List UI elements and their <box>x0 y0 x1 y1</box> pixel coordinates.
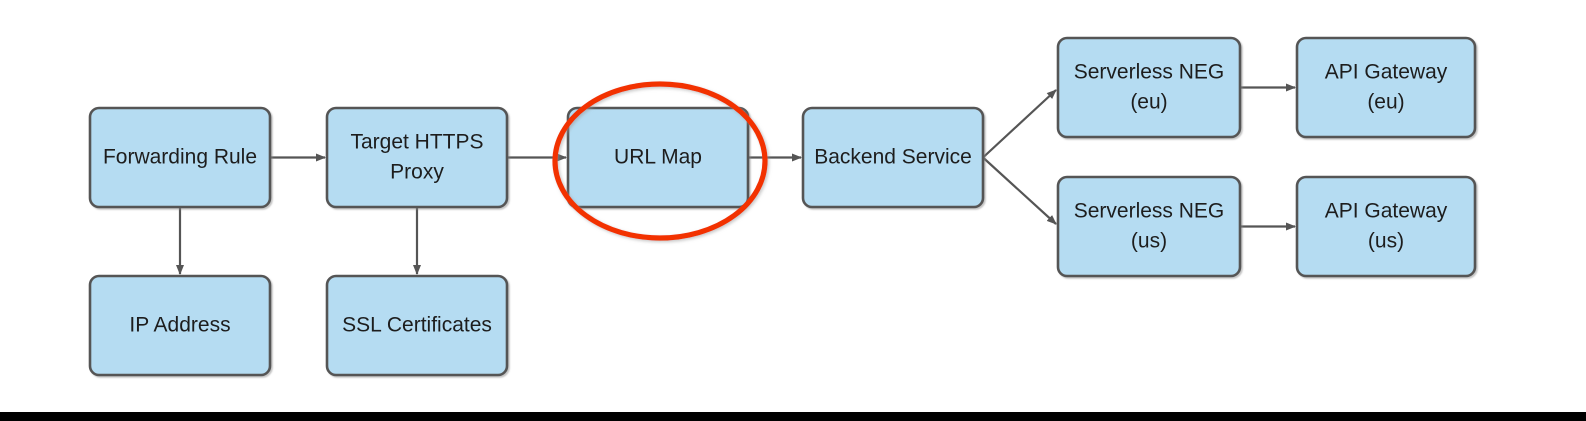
node-api-gateway-eu-label-line2: (eu) <box>1367 91 1404 114</box>
node-forwarding-rule[interactable]: Forwarding Rule <box>88 106 272 209</box>
node-ip-address-label: IP Address <box>129 314 230 337</box>
node-api-gateway-us[interactable]: API Gateway (us) <box>1295 175 1477 278</box>
node-serverless-neg-us-label-line1: Serverless NEG <box>1074 200 1225 223</box>
annotations-layer <box>552 81 768 241</box>
node-api-gateway-us-label-line2: (us) <box>1368 230 1404 253</box>
edge-backend-to-neg-us <box>982 156 1057 225</box>
node-backend-service-label: Backend Service <box>814 146 972 169</box>
node-api-gateway-us-label-line1: API Gateway <box>1325 200 1448 223</box>
node-url-map[interactable]: URL Map <box>566 106 750 209</box>
node-target-https-proxy-box[interactable] <box>325 106 509 209</box>
node-url-map-label: URL Map <box>614 146 702 169</box>
node-api-gateway-us-box[interactable] <box>1295 175 1477 278</box>
url-map-highlight-ellipse <box>552 81 768 241</box>
node-api-gateway-eu-box[interactable] <box>1295 36 1477 139</box>
node-serverless-neg-eu[interactable]: Serverless NEG (eu) <box>1056 36 1242 139</box>
node-ip-address[interactable]: IP Address <box>88 274 272 377</box>
node-ssl-certificates-label: SSL Certificates <box>342 314 492 337</box>
node-target-https-proxy-label-line1: Target HTTPS <box>350 131 483 154</box>
node-api-gateway-eu-label-line1: API Gateway <box>1325 61 1448 84</box>
footer-bar <box>0 412 1586 421</box>
node-api-gateway-eu[interactable]: API Gateway (eu) <box>1295 36 1477 139</box>
node-backend-service-box[interactable] <box>801 106 985 209</box>
node-ip-address-box[interactable] <box>88 274 272 377</box>
node-backend-service[interactable]: Backend Service <box>801 106 985 209</box>
edge-backend-to-neg-eu <box>982 89 1057 159</box>
node-forwarding-rule-label: Forwarding Rule <box>103 146 257 169</box>
node-serverless-neg-us-box[interactable] <box>1056 175 1242 278</box>
edges-layer <box>176 83 1296 275</box>
node-serverless-neg-eu-label-line1: Serverless NEG <box>1074 61 1225 84</box>
node-serverless-neg-eu-box[interactable] <box>1056 36 1242 139</box>
node-target-https-proxy[interactable]: Target HTTPS Proxy <box>325 106 509 209</box>
node-ssl-certificates[interactable]: SSL Certificates <box>325 274 509 377</box>
node-serverless-neg-eu-label-line2: (eu) <box>1130 91 1167 114</box>
node-ssl-certificates-box[interactable] <box>325 274 509 377</box>
node-serverless-neg-us[interactable]: Serverless NEG (us) <box>1056 175 1242 278</box>
node-serverless-neg-us-label-line2: (us) <box>1131 230 1167 253</box>
node-url-map-box[interactable] <box>566 106 750 209</box>
node-forwarding-rule-box[interactable] <box>88 106 272 209</box>
nodes-layer: Forwarding Rule IP Address Target HTTPS … <box>88 36 1477 377</box>
node-target-https-proxy-label-line2: Proxy <box>390 161 444 184</box>
